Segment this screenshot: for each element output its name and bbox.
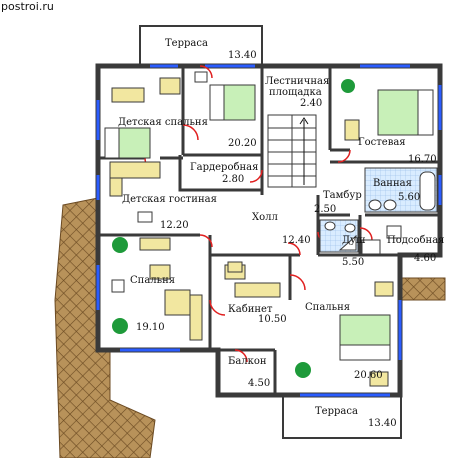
stair-label-line-1: Лестничная <box>265 76 329 87</box>
room-area-bedroom-left: 19.10 <box>136 322 165 333</box>
room-area-kids-living: 12.20 <box>160 220 189 231</box>
room-area-wardrobe: 2.80 <box>222 174 244 185</box>
room-name-bathroom: Ванная <box>373 178 412 189</box>
room-area-stair-landing: 2.40 <box>300 98 322 109</box>
room-name-bedroom-right: Спальня <box>305 302 350 313</box>
room-area-terrace-top: 13.40 <box>228 50 257 61</box>
furniture <box>109 77 394 387</box>
room-name-utility: Подсобная <box>387 235 444 246</box>
room-name-terrace-bottom: Терраса <box>315 406 358 417</box>
windows <box>96 64 442 397</box>
room-name-terrace-top: Терраса <box>165 38 208 49</box>
room-area-terrace-bottom: 13.40 <box>368 418 397 429</box>
room-name-vestibule: Тамбур <box>323 190 362 201</box>
room-area-utility: 4.60 <box>414 253 436 264</box>
bathroom-fixtures <box>319 167 438 255</box>
room-area-balcony: 4.50 <box>248 378 270 389</box>
room-labels: Терраса 13.40 Детская спальня 20.20 Лест… <box>118 38 444 429</box>
site-watermark: postroi.ru <box>1 0 54 13</box>
terrace-top <box>139 25 263 67</box>
room-name-balcony: Балкон <box>228 356 267 367</box>
room-area-study: 10.50 <box>258 314 287 325</box>
room-area-kids-bedroom: 20.20 <box>228 138 257 149</box>
room-area-guest: 16.70 <box>408 154 437 165</box>
room-name-wardrobe: Гардеробная <box>190 162 258 173</box>
stair-label-line-2: площадка <box>269 87 322 98</box>
terrace-bottom <box>282 392 402 439</box>
room-name-shower: Душ <box>342 235 366 246</box>
room-area-vestibule: 2.50 <box>314 204 336 215</box>
desks <box>111 71 402 293</box>
room-name-kids-bedroom: Детская спальня <box>118 117 208 128</box>
room-name-guest: Гостевая <box>358 137 406 148</box>
room-area-bathroom: 5.60 <box>398 192 420 203</box>
staircase <box>267 114 317 188</box>
beds <box>104 84 434 361</box>
roof-right <box>399 277 446 301</box>
room-area-shower: 5.50 <box>342 257 364 268</box>
room-area-bedroom-right: 20.60 <box>354 370 383 381</box>
room-name-bedroom-left: Спальня <box>130 275 175 286</box>
room-name-study: Кабинет <box>228 304 273 315</box>
plants <box>112 79 355 378</box>
room-name-hall: Холл <box>252 212 278 223</box>
room-area-hall: 12.40 <box>282 235 311 246</box>
room-name-kids-living: Детская гостиная <box>122 194 217 205</box>
